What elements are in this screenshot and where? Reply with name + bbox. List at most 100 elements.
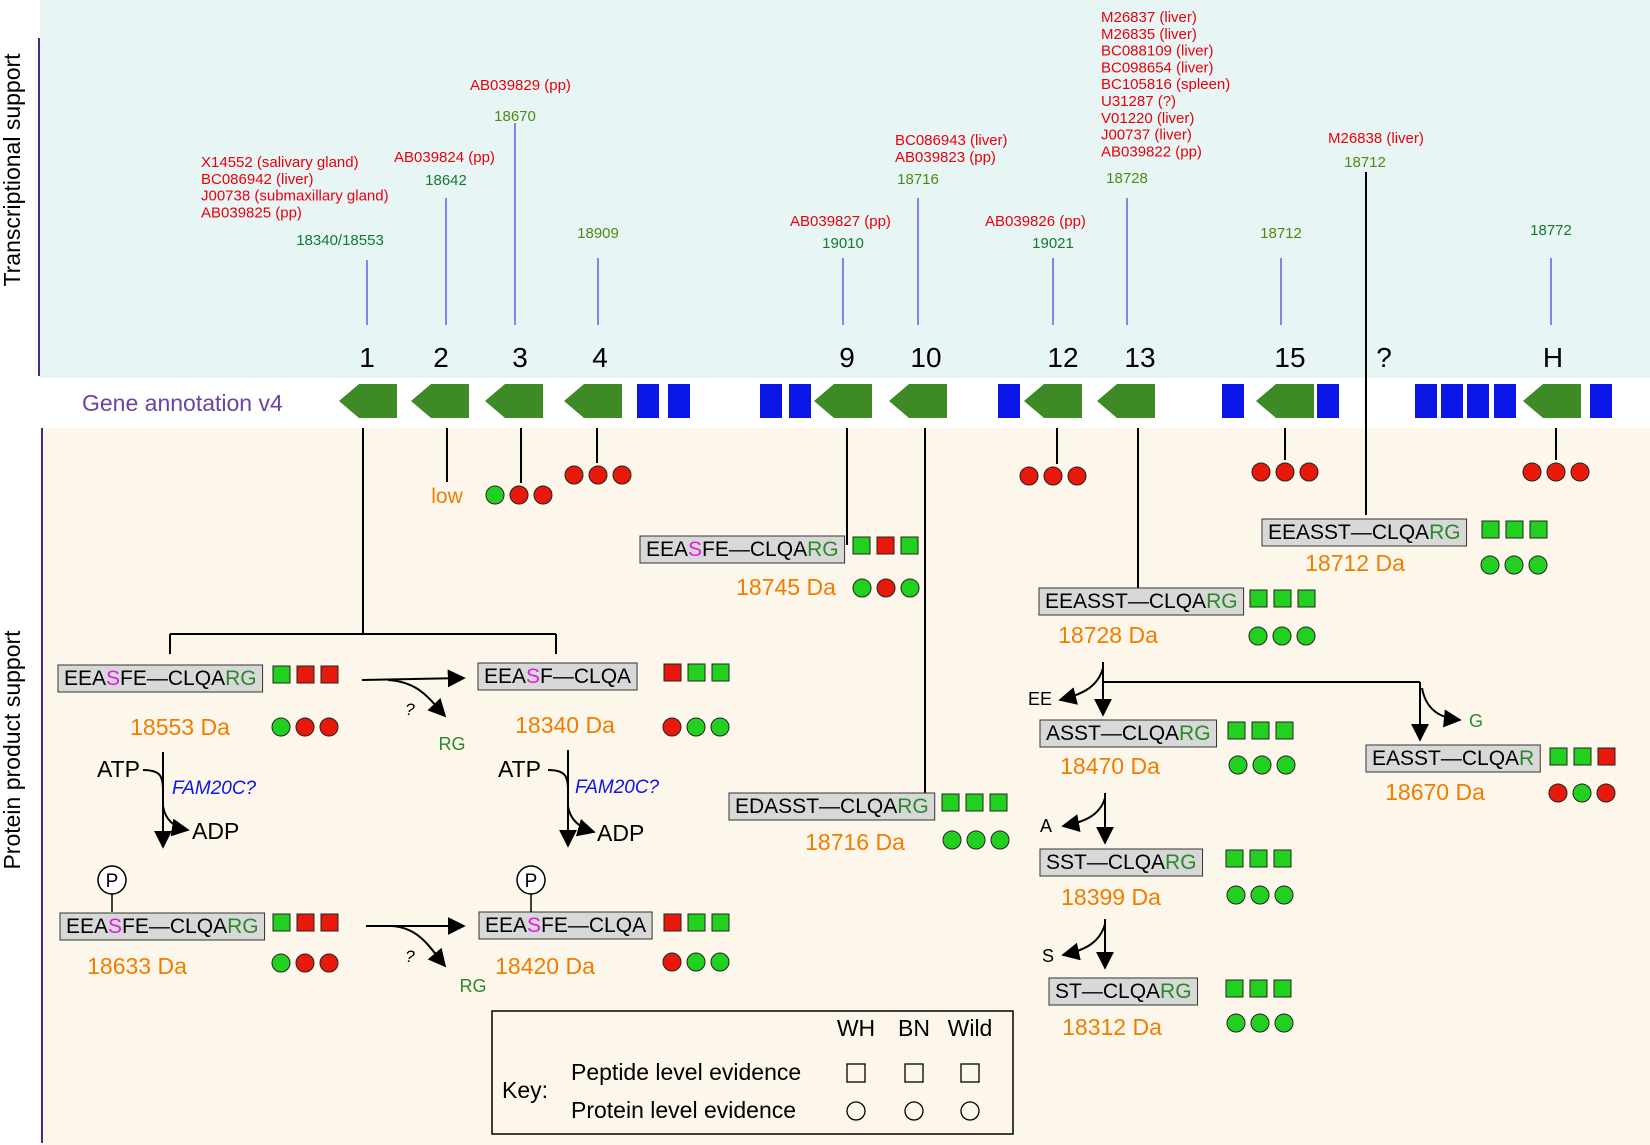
gene-evidence-circle [1522, 462, 1542, 482]
blue-annotation-block [1317, 384, 1339, 418]
exon-arrow-15 [1256, 384, 1314, 418]
sequence-segment: CLQA [574, 665, 631, 688]
key-row-peptide: Peptide level evidence [571, 1059, 801, 1085]
peptide-box [1048, 977, 1199, 1006]
peptide-evidence-square [1249, 979, 1268, 998]
sequence-segment: S [527, 914, 541, 937]
phospho-p-label: P [106, 871, 119, 892]
key-square-symbol [904, 1063, 924, 1083]
gene-number-label: 10 [910, 342, 941, 373]
gene-evidence-circle [1043, 466, 1063, 486]
sequence-segment: FE [120, 667, 147, 690]
peptide-evidence-square [1249, 849, 1268, 868]
sequence-segment: ASST [1046, 722, 1101, 745]
protein-evidence-circle [319, 717, 339, 737]
sequence-segment: CLQA [1108, 851, 1165, 874]
gene-number-label: 4 [592, 342, 608, 373]
protein-evidence-circle [1228, 755, 1248, 775]
peptide-evidence-square [1227, 721, 1246, 740]
protein-evidence-circle [710, 717, 730, 737]
peptide-evidence-square [941, 793, 960, 812]
peptide-evidence-square [272, 665, 291, 684]
transcript-accession-label: AB039824 (pp) [394, 149, 495, 166]
transcript-accession-label: M26835 (liver) [1101, 26, 1197, 43]
peptide-box [477, 662, 638, 691]
peptide-evidence-square [687, 913, 706, 932]
peptide-evidence-square [1529, 520, 1548, 539]
sequence-segment: — [1087, 851, 1108, 874]
peptide-sequence-text: EASST—CLQAR [1372, 747, 1534, 770]
protein-evidence-circle [1274, 1013, 1294, 1033]
peptide-evidence-square [663, 913, 682, 932]
peptide-evidence-square [711, 913, 730, 932]
transcript-accession-label: AB039827 (pp) [790, 213, 891, 230]
rg-release-arrow [387, 679, 447, 718]
protein-evidence-circle [686, 717, 706, 737]
sequence-segment: S [106, 667, 120, 690]
blue-annotation-block [760, 384, 782, 418]
connector-lines [169, 172, 1367, 793]
exon-arrow-4 [564, 384, 622, 418]
protein-evidence-circle [686, 952, 706, 972]
peptide-box [728, 792, 936, 821]
sequence-segment: CLQA [1372, 521, 1429, 544]
question-label: ? [405, 947, 415, 966]
gene-evidence-circle [485, 485, 505, 505]
sequence-segment: CLQA [1103, 980, 1160, 1003]
exon-arrow-12 [1024, 384, 1082, 418]
enzyme-label: FAM20C? [575, 777, 660, 798]
peptide-mass-label: 18633 Da [87, 953, 187, 979]
peptide-evidence-square [296, 665, 315, 684]
exon-arrow-2 [411, 384, 469, 418]
sequence-segment: EASST [1372, 747, 1441, 770]
cleavage-arrow [361, 669, 466, 688]
transcript-accession-label: BC105816 (spleen) [1101, 76, 1230, 93]
key-square-symbol [960, 1063, 980, 1083]
peptide-evidence-square [1225, 979, 1244, 998]
peptide-evidence-square [687, 663, 706, 682]
sequence-segment: FE [702, 538, 729, 561]
gene-number-label: ? [1376, 342, 1392, 373]
peptide-evidence-square [1225, 849, 1244, 868]
key-title: Key: [502, 1077, 548, 1103]
protein-evidence-circle [852, 578, 872, 598]
exon-arrow-3 [485, 384, 543, 418]
protein-evidence-circle [1226, 885, 1246, 905]
atp-curve [142, 769, 164, 791]
rg-label: RG [460, 976, 487, 996]
cluster-id-label: 18712 [1260, 225, 1302, 242]
key-column-header: Wild [948, 1015, 993, 1041]
protein-evidence-circle [1504, 555, 1524, 575]
protein-evidence-circle [319, 953, 339, 973]
gene-evidence-circle [1275, 462, 1295, 482]
blue-annotation-block [789, 384, 811, 418]
atp-curve [547, 769, 569, 791]
peptide-evidence-square [1275, 721, 1294, 740]
peptide-evidence-square [320, 665, 339, 684]
gene-number-label: H [1543, 342, 1563, 373]
atp-label: ATP [97, 756, 140, 782]
sequence-segment: — [1441, 747, 1462, 770]
peptide-box [1039, 719, 1218, 748]
exon-arrow-10 [889, 384, 947, 418]
gene-number-label: 2 [433, 342, 449, 373]
gene-evidence-circle [1067, 466, 1087, 486]
ee-label: EE [1028, 689, 1052, 709]
g-cleave-arrow [1421, 687, 1462, 728]
key-column-header: WH [837, 1015, 875, 1041]
peptide-evidence-square [1549, 747, 1568, 766]
sequence-segment: RG [1160, 980, 1192, 1003]
rg-label: RG [439, 734, 466, 754]
gene-evidence-circle [1251, 462, 1271, 482]
transcript-accession-label: U31287 (?) [1101, 93, 1176, 110]
exon-arrow-1 [339, 384, 397, 418]
gene-evidence-circle [1299, 462, 1319, 482]
protein-evidence-circle [662, 952, 682, 972]
peptide-evidence-square [1573, 747, 1592, 766]
sequence-segment: — [1101, 722, 1122, 745]
peptide-evidence-square [1249, 589, 1268, 608]
